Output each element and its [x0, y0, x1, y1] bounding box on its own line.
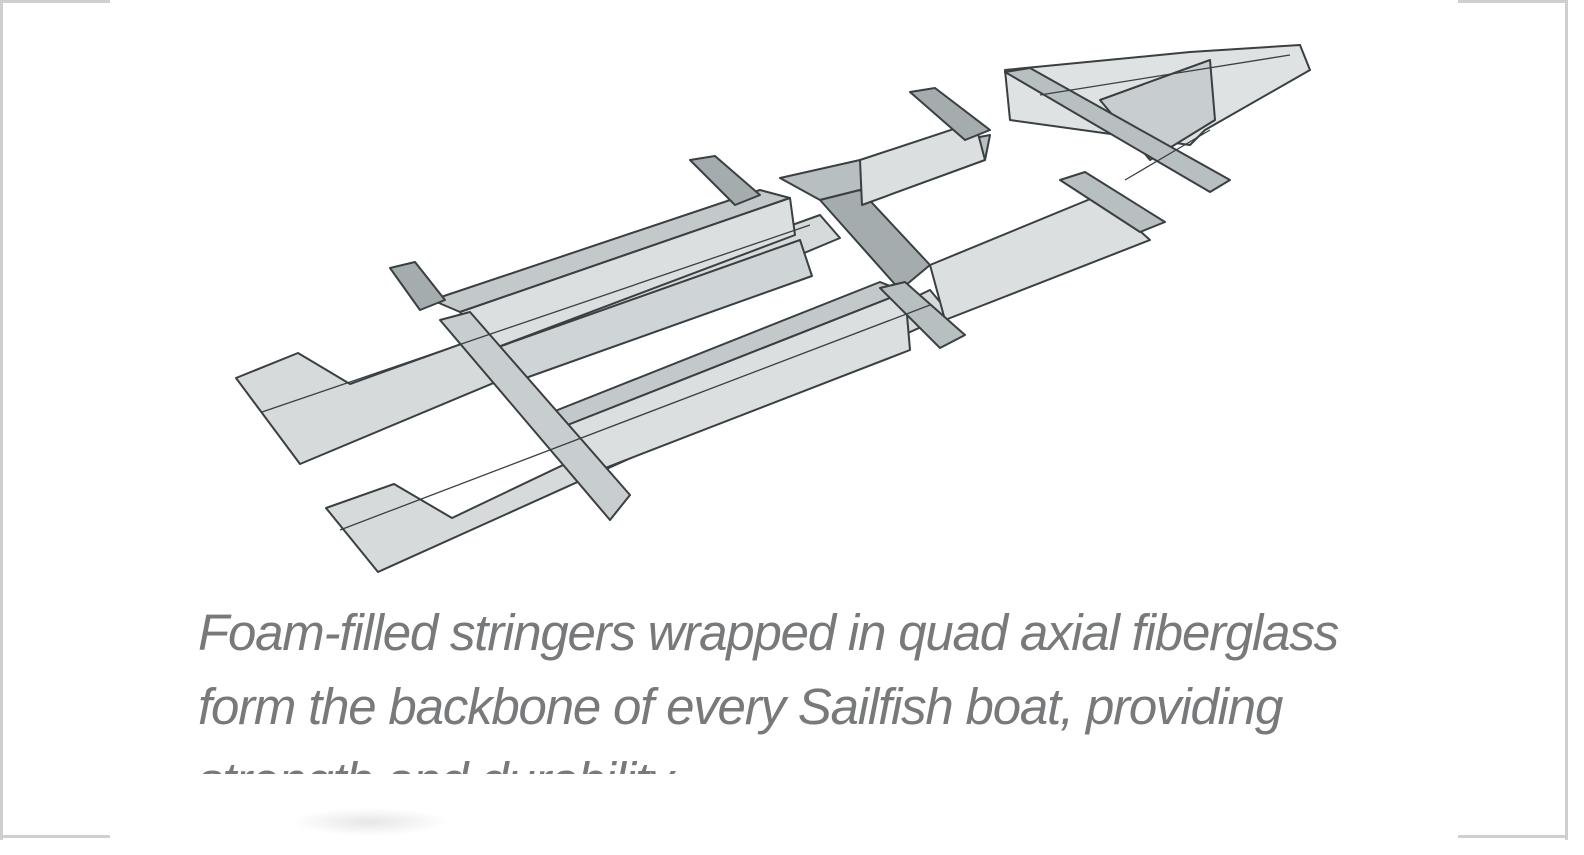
- frame-right-line: [1565, 0, 1568, 840]
- frame-top-left-line: [0, 0, 110, 3]
- frame-bottom-right-line: [1458, 835, 1568, 838]
- frame-bottom-left-line: [0, 835, 110, 838]
- cross-member-front: [439, 311, 631, 521]
- cross-member-bow1: [1004, 67, 1231, 193]
- cross-member-bow2: [1059, 171, 1166, 233]
- frame-left-line: [0, 0, 3, 840]
- cross-member-mid: [689, 155, 761, 206]
- mid-upper-stringer: [859, 121, 986, 206]
- caption-text: Foam-filled stringers wrapped in quad ax…: [198, 596, 1398, 774]
- frame-top-right-line: [1458, 0, 1568, 3]
- caption-line-1: Foam-filled stringers wrapped in quad ax…: [198, 604, 1339, 661]
- mid-right-stringer: [929, 194, 1151, 321]
- cross-member-mid2: [909, 87, 991, 141]
- cross-member-rear: [389, 261, 446, 311]
- bottom-shadow: [290, 808, 450, 836]
- caption-line-3: strength and durability: [198, 744, 1398, 774]
- cross-member-right: [879, 281, 966, 349]
- caption-line-2: form the backbone of every Sailfish boat…: [198, 678, 1283, 735]
- stringer-grid-illustration: [235, 44, 1311, 573]
